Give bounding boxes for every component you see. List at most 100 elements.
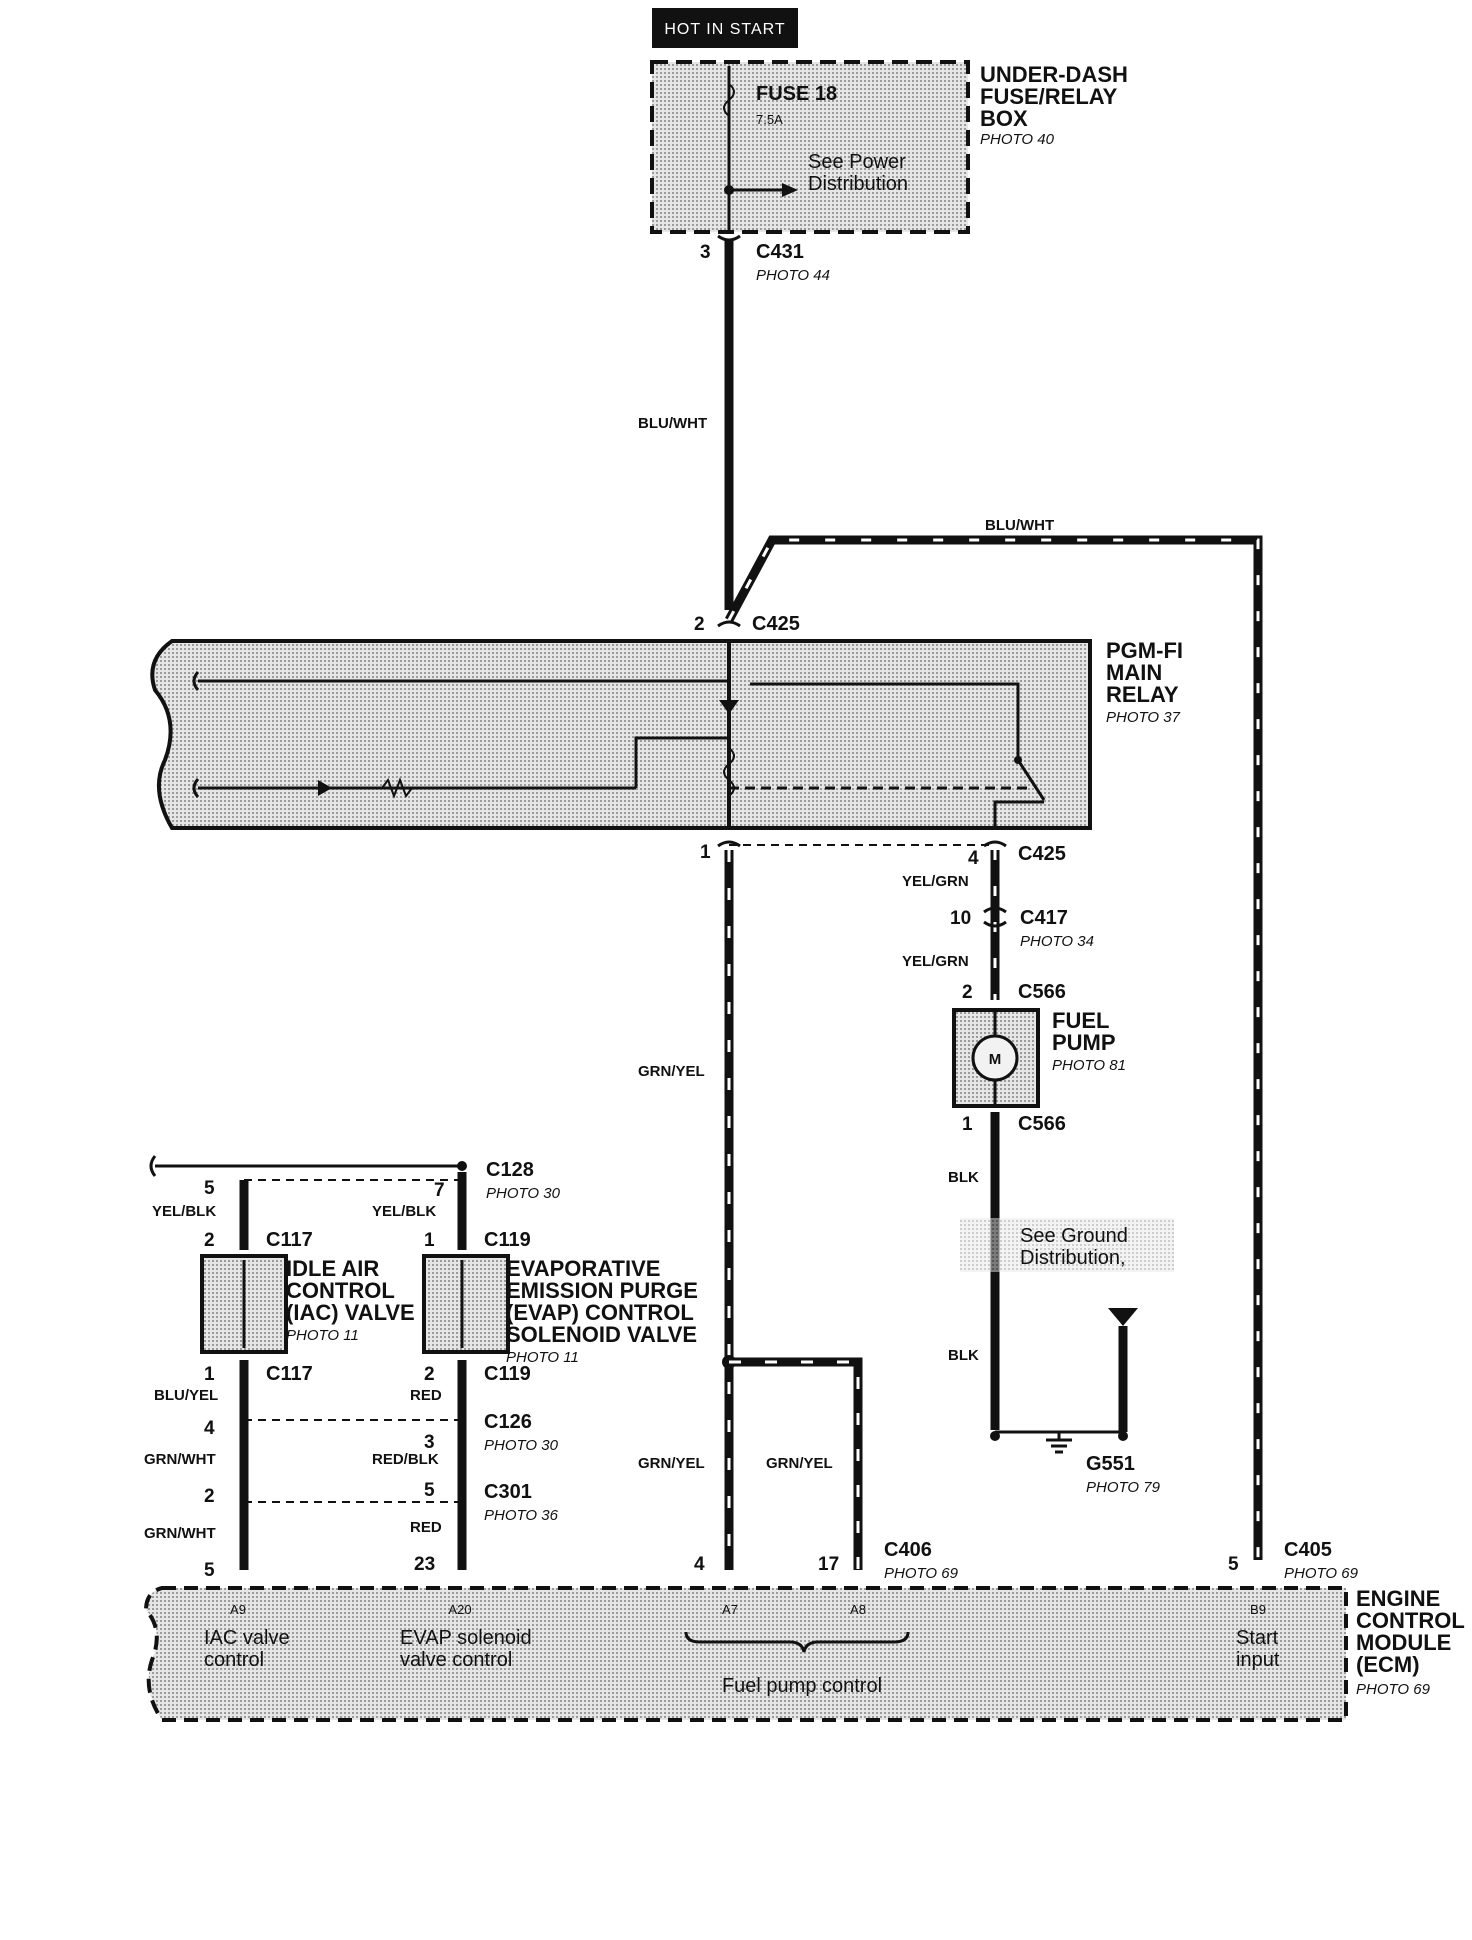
ecm-pin-a20: A20 [448,1602,471,1617]
ecm-pin-a9: A9 [230,1602,246,1617]
c128-pin-right: 7 [434,1180,445,1201]
motor-letter: M [989,1051,1002,1068]
wire-pump-ground-label: BLK [948,1169,979,1186]
g551-name: G551 [1086,1453,1135,1475]
fuel-pump-circuit: YEL/GRN 10 C417 PHOTO 34 YEL/GRN 2 C566 … [902,850,1174,1496]
wire-ground-lower-label: BLK [948,1347,979,1364]
ecm-pin-a7: A7 [722,1602,738,1617]
ecm-a7-pin-number: 4 [694,1554,705,1575]
connector-c425-bottom: 1 4 C425 [700,840,1066,869]
ecm-a9-label-2: control [204,1649,264,1671]
see-power-line-2: Distribution [808,173,908,195]
ecm-b9-label-2: input [1236,1649,1280,1671]
wire-iac-mid-label: BLU/YEL [154,1387,218,1404]
evap-title-2: EMISSION PURGE [506,1278,698,1303]
c406-photo: PHOTO 69 [884,1565,959,1582]
ecm-pin-b9: B9 [1250,1602,1266,1617]
fuse-18-rating: 7.5A [756,112,783,127]
c128-photo: PHOTO 30 [486,1185,561,1202]
wire-evap-mid-label: RED [410,1387,442,1404]
relay-title-2: MAIN [1106,660,1162,685]
wire-ecm-feed-label: BLU/WHT [985,517,1054,534]
evap-valve-box [422,1254,510,1354]
pgm-fi-main-relay: PGM-FI MAIN RELAY PHOTO 37 [150,638,1183,830]
c119-top-pin: 1 [424,1230,435,1251]
c128-pin-left: 5 [204,1178,215,1199]
wire-main-feed-label: BLU/WHT [638,415,707,432]
c406-name: C406 [884,1539,932,1561]
c405-pin: 5 [1228,1554,1239,1575]
wire-relay-to-ecm-label: GRN/YEL [638,1063,705,1080]
c417-name: C417 [1020,907,1068,929]
ecm-a20-label-1: EVAP solenoid [400,1627,532,1649]
c405-photo: PHOTO 69 [1284,1565,1359,1582]
c301-photo: PHOTO 36 [484,1507,559,1524]
engine-control-module: A9 IAC valve control A20 EVAP solenoid v… [143,1586,1465,1722]
c117-bottom-name: C117 [266,1363,313,1385]
relay-title-1: PGM-FI [1106,638,1183,663]
c405-name: C405 [1284,1539,1332,1561]
ecm-a8-pin-number: 17 [818,1554,839,1575]
c431-name: C431 [756,241,804,263]
fuse-relay-box: FUSE 18 7.5A See Power Distribution UNDE… [650,60,1128,234]
c425-top-pin: 2 [694,614,705,635]
c126-photo: PHOTO 30 [484,1437,559,1454]
iac-title-2: CONTROL [286,1278,395,1303]
wire-pump-upper-label: YEL/GRN [902,873,969,890]
c117-bottom-pin: 1 [204,1364,215,1385]
c425-top-name: C425 [752,613,800,635]
wire-evap-low2-label: RED [410,1519,442,1536]
ecm-fuel-pump-control-label: Fuel pump control [722,1675,882,1697]
fuel-pump-photo: PHOTO 81 [1052,1057,1126,1074]
fuel-pump-control-loop: GRN/YEL GRN/YEL [638,1355,863,1570]
iac-title-1: IDLE AIR [286,1256,379,1281]
fuse-box-title-3: BOX [980,106,1028,131]
connector-c425-top: 2 C425 [694,613,800,635]
c301-pin-right: 5 [424,1480,435,1501]
c425-bottom-pin-left: 1 [700,842,711,863]
c566-bottom-pin: 1 [962,1114,973,1135]
evap-photo: PHOTO 11 [506,1349,579,1366]
ecm-title-1: ENGINE [1356,1586,1440,1611]
wire-iac-low2-label: GRN/WHT [144,1525,216,1542]
evap-title-3: (EVAP) CONTROL [506,1300,694,1325]
fuse-box-photo: PHOTO 40 [980,131,1055,148]
wire-relay-to-ecm: GRN/YEL [638,850,734,1570]
c119-top-name: C119 [484,1229,531,1251]
c417-photo: PHOTO 34 [1020,933,1094,950]
evap-title-4: SOLENOID VALVE [506,1322,697,1347]
iac-evap-circuit: 5 7 C128 PHOTO 30 YEL/BLK YEL/BLK 2 C117… [144,1155,698,1570]
c301-name: C301 [484,1481,532,1503]
fuel-pump-title-2: PUMP [1052,1030,1116,1055]
c566-top-name: C566 [1018,981,1066,1003]
c566-bottom-name: C566 [1018,1113,1066,1135]
ecm-photo: PHOTO 69 [1356,1681,1431,1698]
c128-name: C128 [486,1159,534,1181]
hot-in-start-label: HOT IN START [664,21,785,38]
ecm-a20-pin-number: 23 [414,1554,435,1575]
ground-distribution-note [960,1218,1174,1272]
c126-name: C126 [484,1411,532,1433]
ecm-a20-label-2: valve control [400,1649,512,1671]
wire-evap-low1-label: RED/BLK [372,1451,439,1468]
c119-bottom-pin: 2 [424,1364,435,1385]
ecm-pin-a8: A8 [850,1602,866,1617]
wire-ecm-a8-label: GRN/YEL [766,1455,833,1472]
ecm-pin-row: 5 23 4 17 C406 PHOTO 69 5 C405 PHOTO 69 [204,1539,1359,1582]
ecm-a9-label-1: IAC valve [204,1627,290,1649]
wire-main-feed: BLU/WHT [638,240,734,610]
g551-photo: PHOTO 79 [1086,1479,1161,1496]
ecm-b9-label-1: Start [1236,1627,1279,1649]
ecm-title-4: (ECM) [1356,1652,1420,1677]
fuse-18-name: FUSE 18 [756,83,837,105]
iac-photo: PHOTO 11 [286,1327,359,1344]
c431-pin: 3 [700,242,711,263]
relay-title-3: RELAY [1106,682,1179,707]
wire-evap-top-label: YEL/BLK [372,1203,436,1220]
wire-iac-low1-label: GRN/WHT [144,1451,216,1468]
c431-photo: PHOTO 44 [756,267,830,284]
ground-dist-line-1: See Ground [1020,1225,1128,1247]
ecm-a9-pin-number: 5 [204,1560,215,1581]
